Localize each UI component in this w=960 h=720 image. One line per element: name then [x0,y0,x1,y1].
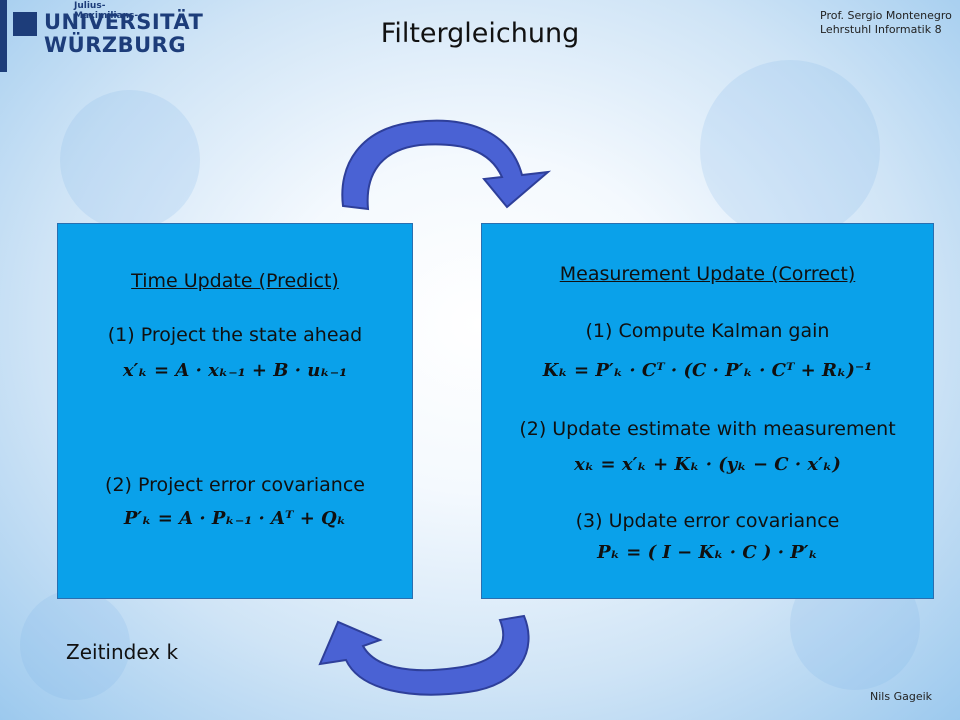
slide-title: Filtergleichung [380,18,580,49]
background-bokeh [20,590,130,700]
logo-city: WÜRZBURG [44,33,187,57]
measurement-update-eq2: xₖ = x′ₖ + Kₖ · (yₖ − C · x′ₖ) [574,454,841,475]
measurement-update-eq3: Pₖ = ( I − Kₖ · C ) · P′ₖ [597,542,818,563]
time-update-step1: (1) Project the state ahead [107,324,363,346]
measurement-update-step3: (3) Update error covariance [575,510,840,532]
logo-subtitle: Julius-Maximilians- [74,1,139,21]
university-logo: Julius-Maximilians- UNIVERSITÄT WÜRZBURG [0,0,203,72]
bottom-curved-arrow [318,614,530,696]
time-update-box: Time Update (Predict) (1) Project the st… [57,223,413,599]
measurement-update-step2: (2) Update estimate with measurement [519,418,896,440]
time-index-label: Zeitindex k [66,640,179,664]
time-update-step2: (2) Project error covariance [105,474,365,496]
logo-bar [0,0,7,72]
time-update-eq2: P′ₖ = A · Pₖ₋₁ · Aᵀ + Qₖ [123,508,347,529]
background-bokeh [60,90,200,230]
measurement-update-heading: Measurement Update (Correct) [559,263,856,285]
logo-university: UNIVERSITÄT [44,10,204,34]
measurement-update-box: Measurement Update (Correct) (1) Compute… [481,223,934,599]
logo-square [13,12,37,36]
time-update-heading: Time Update (Predict) [131,270,339,292]
author-info: Prof. Sergio Montenegro Lehrstuhl Inform… [820,9,952,36]
top-curved-arrow [341,119,552,211]
measurement-update-eq1: Kₖ = P′ₖ · Cᵀ · (C · P′ₖ · Cᵀ + Rₖ)⁻¹ [542,360,873,381]
time-update-eq1: x′ₖ = A · xₖ₋₁ + B · uₖ₋₁ [122,360,348,381]
measurement-update-step1: (1) Compute Kalman gain [585,320,830,342]
background-bokeh [700,60,880,240]
presenter-name: Nils Gageik [870,690,933,703]
